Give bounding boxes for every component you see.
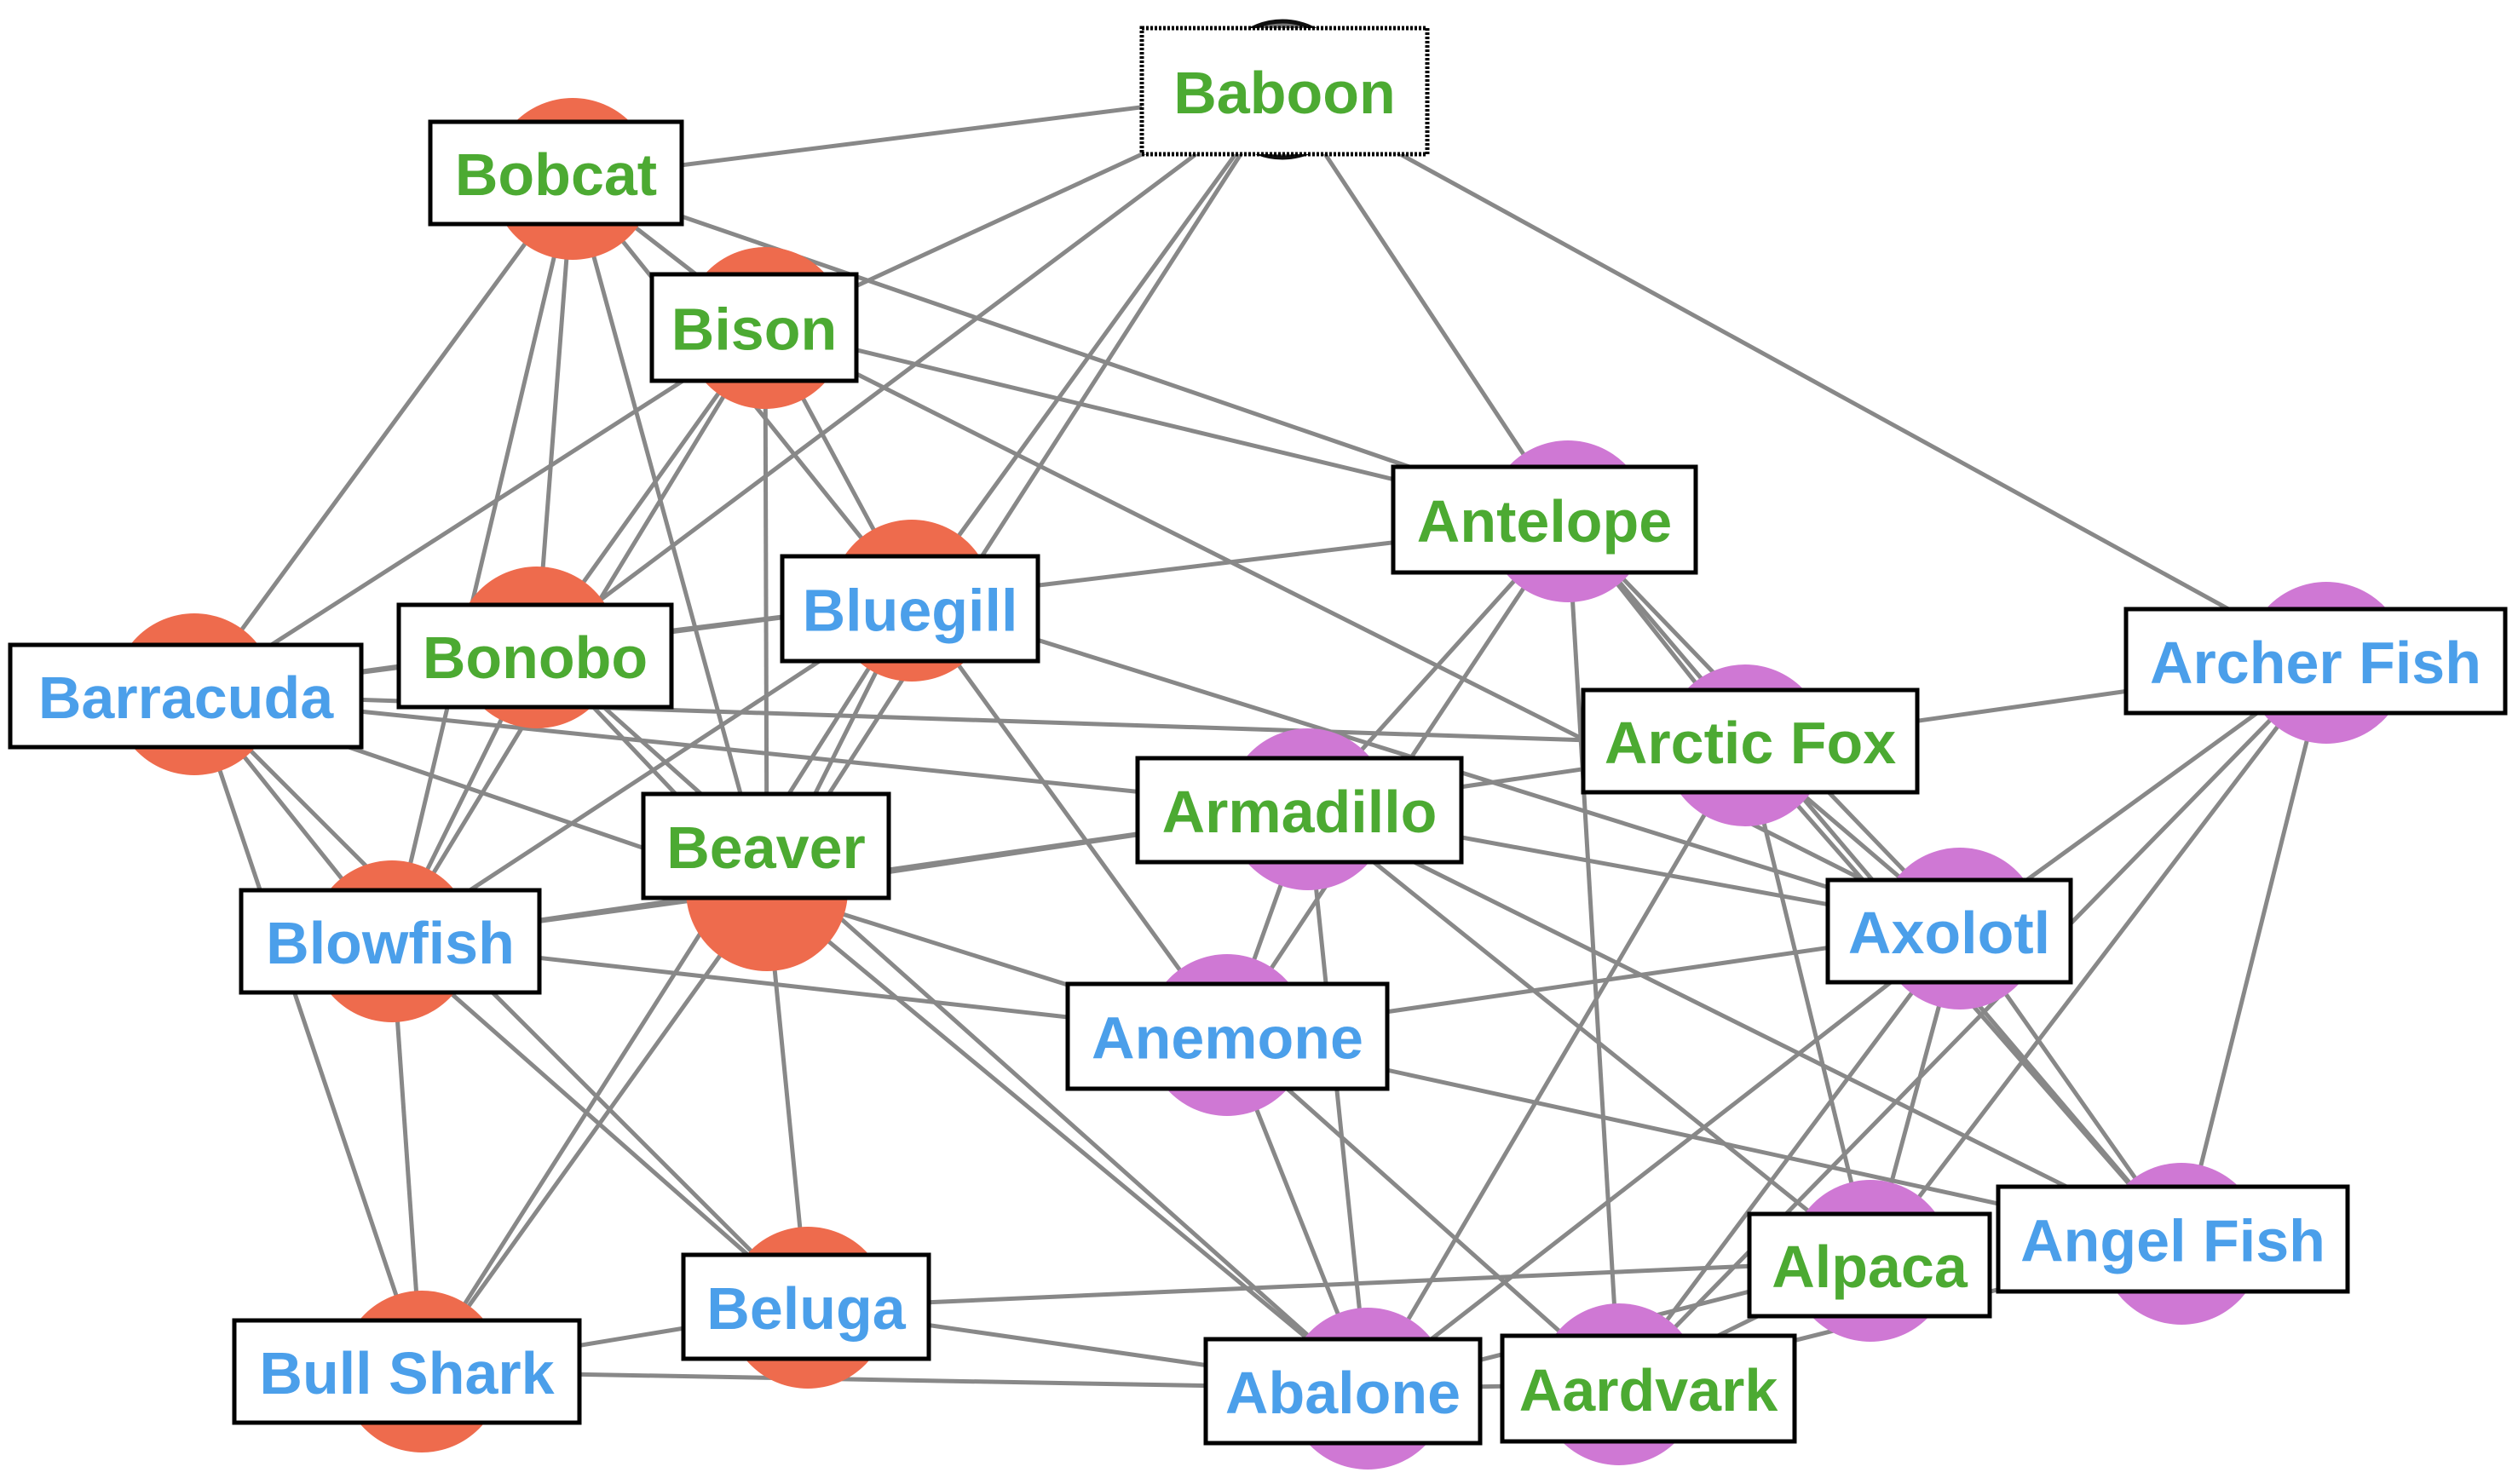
label-text-abalone: Abalone (1225, 1360, 1461, 1426)
label-text-arcticfox: Arctic Fox (1605, 710, 1896, 776)
label-box-arcticfox (1581, 687, 1920, 795)
edge-baboon-beaver (764, 88, 1285, 892)
edge-axolotl-abalone (1366, 927, 1962, 1390)
edge-bison-barracuda (193, 325, 767, 697)
edge-archerfish-aardvark (1617, 661, 2328, 1386)
label-text-alpaca: Alpaca (1772, 1234, 1968, 1300)
label-text-anemone: Anemone (1092, 1005, 1363, 1072)
label-alpaca[interactable]: Alpaca (1747, 1211, 1992, 1319)
label-box-beaver (641, 791, 891, 900)
edge-beaver-bullshark (419, 889, 769, 1373)
edge-baboon-archerfish (1281, 87, 2328, 665)
label-armadillo[interactable]: Armadillo (1135, 756, 1464, 865)
edge-blowfish-beluga (390, 940, 810, 1309)
label-bullshark[interactable]: Bull Shark (232, 1318, 582, 1425)
label-box-antelope (1391, 464, 1698, 575)
edge-arcticfox-alpaca (1743, 745, 1873, 1262)
label-box-abalone (1203, 1337, 1483, 1446)
edge-bobcat-antelope (572, 176, 1569, 524)
label-box-angelfish (1996, 1184, 2350, 1294)
edge-barracuda-beluga (193, 693, 810, 1309)
label-text-bullshark: Bull Shark (259, 1340, 554, 1406)
label-anemone[interactable]: Anemone (1065, 981, 1390, 1091)
label-box-anemone (1065, 981, 1390, 1091)
edge-bison-axolotl (763, 325, 1962, 931)
label-baboon[interactable]: Baboon (1139, 26, 1430, 157)
label-box-baboon (1139, 26, 1430, 157)
edge-bobcat-blowfish (389, 178, 575, 942)
label-text-bobcat: Bobcat (455, 141, 657, 208)
label-box-archerfish (2123, 607, 2508, 716)
label-bobcat[interactable]: Bobcat (428, 119, 684, 227)
label-box-beluga (681, 1252, 931, 1361)
label-box-barracuda (8, 642, 364, 750)
label-text-beluga: Beluga (706, 1275, 906, 1342)
label-aardvark[interactable]: Aardvark (1500, 1333, 1797, 1444)
edge-archerfish-alpaca (1869, 661, 2328, 1263)
label-beluga[interactable]: Beluga (681, 1252, 931, 1361)
label-axolotl[interactable]: Axolotl (1825, 877, 2073, 985)
edge-bluegill-bullshark (419, 599, 914, 1373)
edge-baboon-antelope (1280, 88, 1570, 523)
edge-baboon-bluegill (909, 88, 1285, 602)
edge-archerfish-angelfish (2179, 662, 2329, 1245)
label-text-bluegill: Bluegill (803, 578, 1018, 644)
edge-anemone-aardvark (1225, 1033, 1621, 1386)
label-bison[interactable]: Bison (649, 272, 859, 383)
edge-bonobo-abalone (535, 646, 1369, 1390)
edge-barracuda-armadillo (193, 692, 1309, 812)
label-text-axolotl: Axolotl (1848, 900, 2050, 966)
edge-armadillo-abalone (1305, 808, 1370, 1389)
label-text-blowfish: Blowfish (266, 910, 515, 976)
label-archerfish[interactable]: Archer Fish (2123, 607, 2508, 716)
label-barracuda[interactable]: Barracuda (8, 642, 364, 750)
edge-bobcat-barracuda (192, 177, 575, 696)
edge-bluegill-anemone (909, 599, 1230, 1037)
label-arcticfox[interactable]: Arctic Fox (1581, 687, 1920, 795)
label-text-antelope: Antelope (1417, 488, 1672, 555)
edge-beluga-alpaca (807, 1258, 1871, 1310)
edge-bobcat-beaver (570, 178, 769, 891)
label-text-armadillo: Armadillo (1162, 779, 1438, 845)
label-text-aardvark: Aardvark (1519, 1357, 1778, 1424)
label-box-blowfish (239, 888, 542, 995)
edge-armadillo-angelfish (1306, 807, 2183, 1246)
label-box-armadillo (1135, 756, 1464, 865)
label-antelope[interactable]: Antelope (1391, 464, 1698, 575)
label-text-barracuda: Barracuda (38, 664, 334, 731)
label-box-axolotl (1825, 877, 2073, 985)
label-box-bison (649, 272, 859, 383)
label-box-bobcat (428, 119, 684, 227)
label-angelfish[interactable]: Angel Fish (1996, 1184, 2350, 1294)
label-text-bonobo: Bonobo (423, 624, 648, 691)
edge-arcticfox-abalone (1365, 744, 1748, 1390)
edge-beaver-abalone (765, 889, 1369, 1390)
label-beaver[interactable]: Beaver (641, 791, 891, 900)
label-box-bonobo (396, 602, 674, 710)
label-text-bison: Bison (671, 296, 837, 363)
label-box-bluegill (780, 554, 1040, 664)
label-bluegill[interactable]: Bluegill (780, 554, 1040, 664)
edge-armadillo-alpaca (1306, 808, 1872, 1263)
label-text-beaver: Beaver (666, 814, 866, 881)
edge-barracuda-bullshark (192, 693, 424, 1372)
label-text-angelfish: Angel Fish (2020, 1208, 2325, 1274)
label-box-aardvark (1500, 1333, 1797, 1444)
label-box-alpaca (1747, 1211, 1992, 1319)
label-text-baboon: Baboon (1173, 60, 1396, 126)
label-text-archerfish: Archer Fish (2150, 630, 2481, 696)
label-blowfish[interactable]: Blowfish (239, 888, 542, 995)
label-bonobo[interactable]: Bonobo (396, 602, 674, 710)
label-box-bullshark (232, 1318, 582, 1425)
label-abalone[interactable]: Abalone (1203, 1337, 1483, 1446)
edge-baboon-bonobo (535, 87, 1284, 650)
